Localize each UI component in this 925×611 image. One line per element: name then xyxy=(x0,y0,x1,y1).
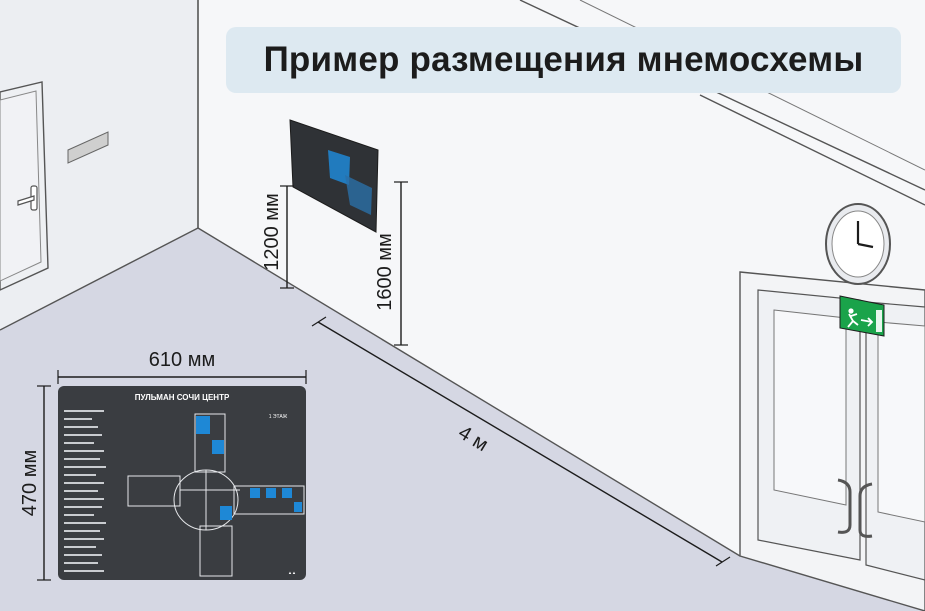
plaque-width-label: 610 мм xyxy=(149,349,215,371)
baseboard-left xyxy=(0,227,199,331)
left-door-panel xyxy=(0,90,42,282)
left-wall xyxy=(0,0,198,330)
door-handle-icon xyxy=(837,478,873,538)
door-window-right xyxy=(877,321,925,523)
exit-sign-icon xyxy=(839,295,885,337)
plaque-width-dimension xyxy=(57,370,307,384)
page-title: Пример размещения мнемосхемы xyxy=(263,40,864,79)
plaque-legend xyxy=(64,410,106,572)
ceiling-line-3 xyxy=(699,94,925,206)
plaque-height-dimension xyxy=(37,385,51,581)
plaque-logo: ▲▲ xyxy=(288,570,296,575)
clock-icon xyxy=(825,203,891,285)
wall-plaque-accent xyxy=(328,150,350,185)
plaque-plan-highlights xyxy=(196,416,302,520)
title-banner: Пример размещения мнемосхемы xyxy=(226,27,901,93)
total-height-dimension xyxy=(394,181,408,346)
plaque-height-label: 470 мм xyxy=(19,450,41,516)
distance-dimension xyxy=(311,316,731,567)
door-handle-icon xyxy=(17,185,38,211)
baseboard-back xyxy=(197,227,741,557)
evacuation-plaque: ПУЛЬМАН СОЧИ ЦЕНТР 1 ЭТАЖ xyxy=(58,386,306,580)
mount-height-label: 1200 мм xyxy=(261,193,283,271)
door-window-left xyxy=(773,309,847,506)
plaque-floor: 1 ЭТАЖ xyxy=(269,414,288,420)
plaque-heading: ПУЛЬМАН СОЧИ ЦЕНТР xyxy=(135,393,230,402)
door-sign xyxy=(67,131,109,164)
plaque-floor-plan xyxy=(127,413,305,577)
total-height-label: 1600 мм xyxy=(374,233,396,311)
wall-plaque-accent-2 xyxy=(345,175,372,215)
mount-height-dimension xyxy=(280,185,294,289)
